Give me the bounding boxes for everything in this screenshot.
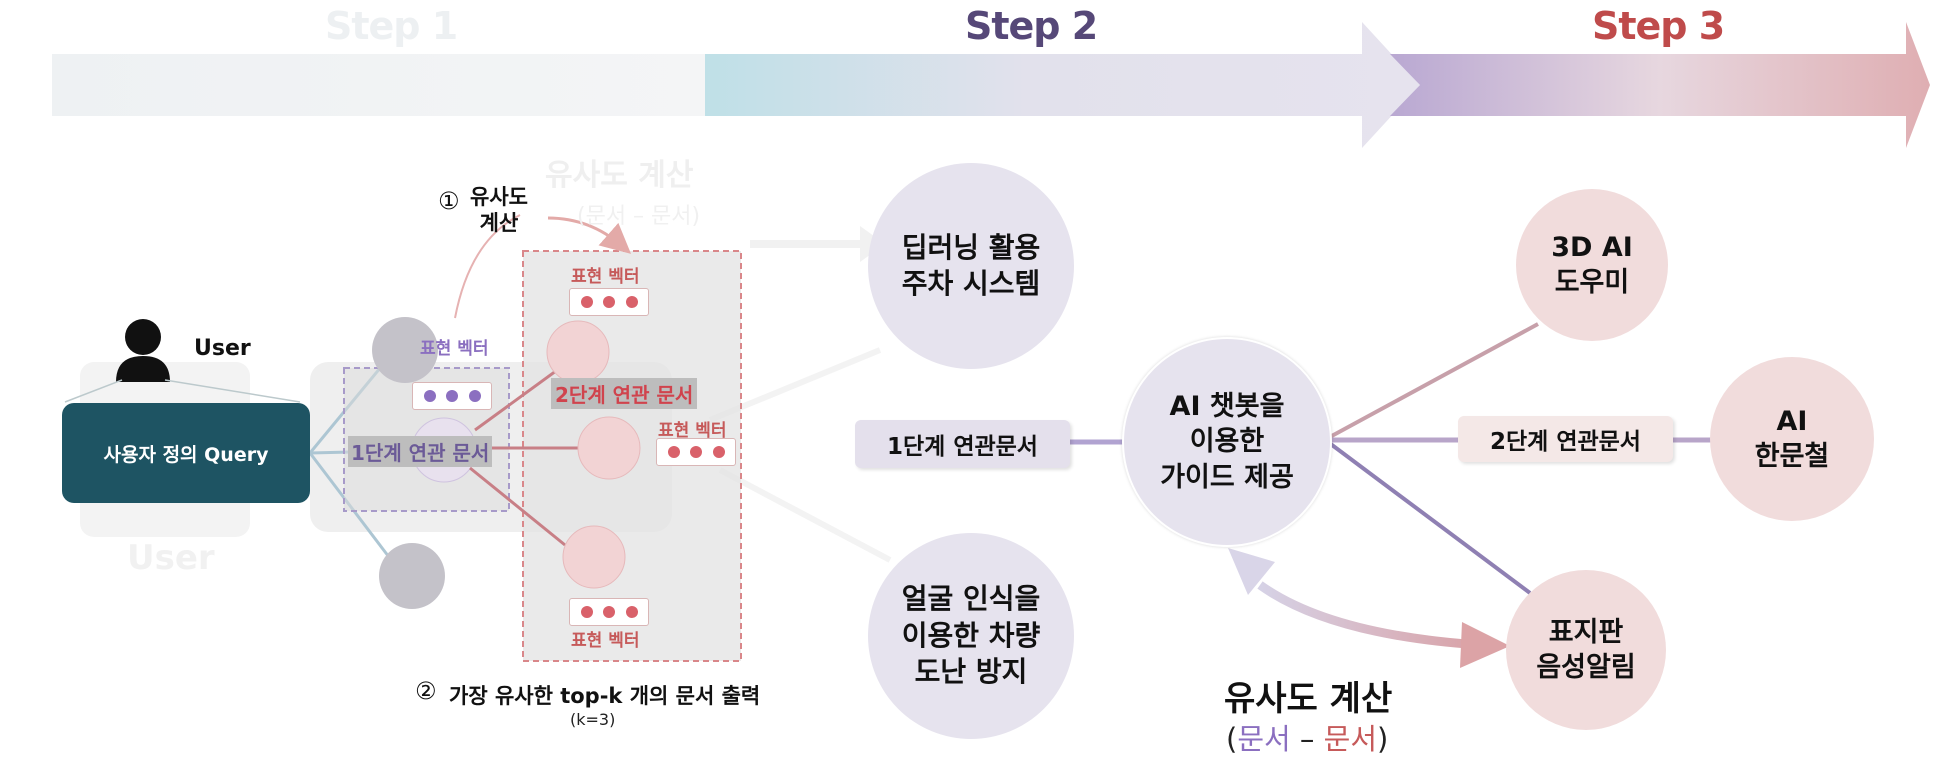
paren-close: )	[1377, 722, 1389, 756]
similarity-step-marker: ①	[438, 187, 460, 215]
similarity-subtitle: (문서 – 문서)	[1226, 716, 1388, 758]
step-2-label: Step 2	[965, 4, 1098, 48]
vector-dot	[603, 606, 615, 618]
similarity-curve-arrow	[1257, 581, 1481, 650]
stage2-doc-circle	[562, 525, 626, 589]
circle-sign-voice: 표지판 음성알림	[1506, 570, 1666, 730]
paren-open: (	[1226, 722, 1238, 756]
similarity-arrow	[547, 216, 632, 254]
stage2-vector-top	[569, 288, 649, 316]
user-label: User	[194, 336, 251, 361]
similarity-title: 유사도 계산	[1224, 679, 1393, 719]
stage1-doc-circle	[372, 317, 438, 383]
arrowhead-left	[1228, 548, 1275, 595]
circle-3d-ai: 3D AI 도우미	[1516, 189, 1668, 341]
doc-purple: 문서	[1237, 722, 1291, 756]
callout-line	[64, 379, 123, 403]
vector-label-top: 표현 벡터	[571, 267, 640, 287]
output-label: 가장 유사한 top-k 개의 문서 출력	[449, 684, 761, 708]
stage2-vector-mid	[656, 438, 736, 466]
user-query-box: 사용자 정의 Query	[62, 403, 310, 503]
stage1-vector	[412, 382, 492, 410]
stage1-doc-circle	[379, 543, 445, 609]
stage2-doc-circle	[546, 320, 610, 384]
vector-dot	[446, 390, 458, 402]
similarity-curve	[454, 214, 521, 319]
vector-dot	[580, 606, 593, 618]
vector-dot	[712, 446, 725, 458]
vector-dot	[468, 390, 481, 402]
vector-dot	[625, 606, 638, 618]
vector-dot	[625, 296, 638, 308]
ghost-arrow	[750, 226, 885, 262]
circle-ai-hanmuncheol: AI 한문철	[1710, 357, 1874, 521]
vector-dot	[690, 446, 702, 458]
vector-dot	[580, 296, 593, 308]
user-icon-body	[116, 356, 170, 382]
step1-band	[52, 54, 712, 116]
step2-arrow	[705, 22, 1420, 148]
stage2-docs-label: 2단계 연관 문서	[551, 378, 698, 409]
ghost-line	[718, 467, 892, 563]
connector-line	[1326, 440, 1532, 595]
stage2-docs-pill: 2단계 연관문서	[1458, 416, 1673, 462]
user-icon-head	[125, 319, 161, 355]
connector-line	[469, 466, 566, 547]
step-1-label: Step 1	[325, 4, 458, 48]
arrowhead-right	[1460, 622, 1510, 668]
ghost-user-label: User	[127, 538, 215, 578]
stage1-docs-label: 1단계 연관 문서	[348, 436, 493, 467]
circle-ai-chatbot: AI 챗봇을 이용한 가이드 제공	[1122, 337, 1332, 547]
step3-arrow	[1390, 22, 1930, 148]
dash: –	[1290, 722, 1324, 756]
vector-dot	[423, 390, 436, 402]
stage2-doc-circle	[577, 416, 641, 480]
k-note: (k=3)	[570, 710, 616, 729]
ghost-similarity-title: 유사도 계산	[545, 158, 694, 193]
connector-line	[1327, 322, 1539, 440]
vector-dot	[667, 446, 680, 458]
vector-label-bottom: 표현 벡터	[571, 631, 640, 651]
step-3-label: Step 3	[1592, 4, 1725, 48]
output-step-marker: ②	[415, 677, 437, 705]
vector-label-mid: 표현 벡터	[658, 421, 727, 441]
callout-line	[164, 379, 301, 403]
ghost-similarity-sub: (문서 – 문서)	[577, 204, 701, 229]
stage1-vector-label: 표현 벡터	[420, 339, 489, 359]
vector-dot	[603, 296, 615, 308]
similarity-label: 유사도 계산	[470, 185, 528, 236]
circle-parking-system: 딥러닝 활용 주차 시스템	[868, 163, 1074, 369]
circle-face-recognition: 얼굴 인식을 이용한 차량 도난 방지	[868, 533, 1074, 739]
stage2-vector-bottom	[569, 598, 649, 626]
stage1-docs-pill: 1단계 연관문서	[855, 420, 1070, 468]
doc-red: 문서	[1323, 722, 1378, 756]
